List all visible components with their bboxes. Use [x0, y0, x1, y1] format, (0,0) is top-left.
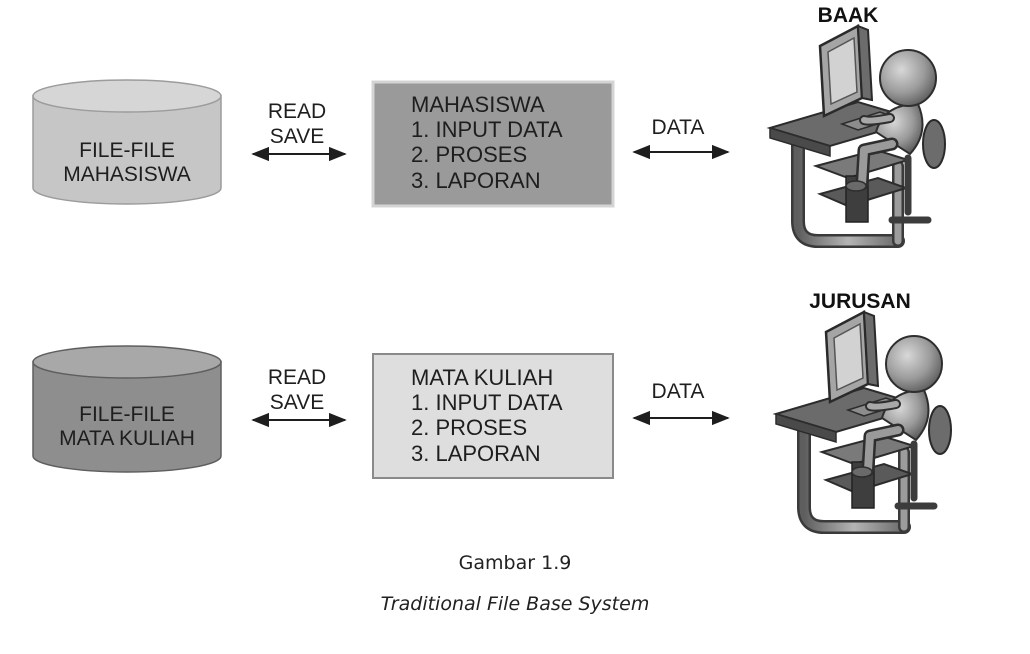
save-label: SAVE — [270, 125, 324, 148]
program-step-3: 3. LAPORAN — [411, 168, 541, 193]
cylinder-body — [32, 95, 222, 205]
user-station: JURUSAN — [776, 290, 951, 527]
data-connector: DATA — [632, 116, 730, 160]
cylinder-body — [32, 361, 222, 473]
file-store-label-line-1: FILE-FILE — [79, 139, 175, 162]
program-step-3: 3. LAPORAN — [411, 441, 541, 466]
program-title: MATA KULIAH — [411, 365, 553, 390]
file-store-cylinder: FILE-FILE MAHASISWA — [32, 79, 222, 205]
row-mahasiswa: FILE-FILE MAHASISWA READ SAVE MAHASISWA … — [32, 4, 945, 241]
figure-number: Gambar 1.9 — [458, 552, 572, 574]
data-label: DATA — [652, 380, 705, 403]
file-store-label-line-2: MATA KULIAH — [59, 427, 195, 450]
program-box: MAHASISWA 1. INPUT DATA 2. PROSES 3. LAP… — [371, 80, 615, 208]
program-step-1: 1. INPUT DATA — [411, 390, 563, 415]
read-save-connector: READ SAVE — [251, 100, 347, 162]
program-title: MAHASISWA — [411, 92, 545, 117]
user-station: BAAK — [770, 4, 945, 241]
program-step-2: 2. PROSES — [411, 142, 527, 167]
program-box-frame — [371, 80, 615, 208]
save-label: SAVE — [270, 391, 324, 414]
read-label: READ — [268, 366, 326, 389]
figure-title: Traditional File Base System — [380, 593, 650, 615]
program-step-2: 2. PROSES — [411, 415, 527, 440]
file-store-cylinder: FILE-FILE MATA KULIAH — [32, 345, 222, 473]
file-store-label-line-2: MAHASISWA — [63, 163, 191, 186]
program-box: MATA KULIAH 1. INPUT DATA 2. PROSES 3. L… — [372, 353, 614, 479]
cylinder-top — [32, 79, 222, 113]
person-at-computer-icon — [770, 26, 945, 241]
read-save-connector: READ SAVE — [251, 366, 347, 428]
file-store-label-line-1: FILE-FILE — [79, 403, 175, 426]
person-at-computer-icon — [776, 312, 951, 527]
data-label: DATA — [652, 116, 705, 139]
program-box-frame — [372, 353, 614, 479]
program-step-1: 1. INPUT DATA — [411, 117, 563, 142]
row-mata-kuliah: FILE-FILE MATA KULIAH READ SAVE MATA KUL… — [32, 290, 951, 527]
data-connector: DATA — [632, 380, 730, 426]
cylinder-top — [32, 345, 222, 379]
station-title: BAAK — [818, 4, 879, 27]
station-title: JURUSAN — [809, 290, 911, 313]
read-label: READ — [268, 100, 326, 123]
